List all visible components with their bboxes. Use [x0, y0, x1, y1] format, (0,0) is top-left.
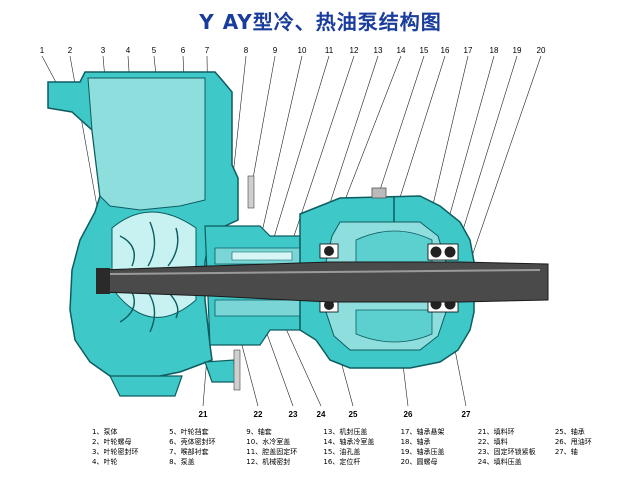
callout-number: 12 — [350, 46, 359, 55]
legend-item: 2、叶轮螺母 — [92, 438, 132, 446]
callout-number: 26 — [404, 410, 413, 419]
callout-number: 10 — [298, 46, 307, 55]
legend-item: 25、轴承 — [554, 428, 585, 436]
leader-line — [457, 55, 518, 247]
leader-line — [281, 319, 322, 407]
legend-item: 16、定位杆 — [323, 458, 361, 466]
callout-number: 8 — [244, 46, 249, 55]
legend-row: 1、泵体 5、叶轮挡套 9、轴套 13、机封压盖 17、轴承悬架 21、填料环 25、轴承 — [92, 427, 632, 437]
callout-number: 19 — [513, 46, 522, 55]
legend-item: 26、甩油环 — [554, 438, 592, 446]
callout-number: 20 — [537, 46, 546, 55]
callout-number: 16 — [441, 46, 450, 55]
legend-item: 3、叶轮密封环 — [92, 448, 139, 456]
callout-number: 23 — [289, 410, 298, 419]
legend-item: 8、泵盖 — [169, 458, 195, 466]
legend-item: 6、壳体密封环 — [169, 438, 216, 446]
callout-number: 9 — [273, 46, 278, 55]
callout-number: 1 — [40, 46, 45, 55]
callout-number: 5 — [152, 46, 157, 55]
legend-row: 3、叶轮密封环 7、喉部衬套 11、腔盖固定环 15、油孔盖 19、轴承压盖 23、固定环… — [92, 447, 632, 457]
leader-line — [271, 55, 330, 245]
legend-item: 4、叶轮 — [92, 458, 118, 466]
legend-item: 9、轴套 — [246, 428, 272, 436]
callout-number: 11 — [325, 46, 334, 55]
legend-item: 27、轴 — [554, 448, 578, 456]
leader-line — [469, 55, 542, 263]
diagram-title: Y AY型冷、热油泵结构图 — [199, 10, 442, 34]
leader-line — [395, 55, 446, 211]
callout-number: 6 — [181, 46, 186, 55]
callout-number: 25 — [349, 410, 358, 419]
shaft-highlight — [109, 269, 541, 275]
legend-item: 19、轴承压盖 — [400, 448, 445, 456]
casing-foot-right — [204, 359, 237, 383]
legend-item: 18、轴承 — [400, 438, 431, 446]
impeller — [111, 211, 197, 333]
bearing-right — [427, 243, 459, 313]
legend-item: 22、填料 — [477, 438, 508, 446]
shaft — [99, 261, 549, 303]
leader-line — [261, 55, 303, 233]
legend-item: 21、填料环 — [477, 428, 515, 436]
legend-item — [555, 457, 632, 467]
legend-row: 4、叶轮 8、泵盖 12、机械密封 16、定位杆 20、圆螺母 24、填料压盖 — [92, 457, 632, 467]
legend-item: 7、喉部衬套 — [169, 448, 209, 456]
callout-number: 14 — [397, 46, 406, 55]
legend-item: 12、机械密封 — [246, 458, 291, 466]
legend-item: 5、叶轮挡套 — [169, 428, 209, 436]
legend-item: 14、轴承冷室盖 — [323, 438, 375, 446]
inlet-throat — [87, 77, 206, 211]
legend-row: 2、叶轮螺母 6、壳体密封环 10、水冷室盖 14、轴承冷室盖 18、轴承 22、填料 26… — [92, 437, 632, 447]
legend-item: 10、水冷室盖 — [246, 438, 291, 446]
legend-item: 11、腔盖固定环 — [246, 448, 298, 456]
callout-number: 4 — [126, 46, 131, 55]
cover-stud — [233, 175, 255, 391]
oil-hole-cover — [371, 187, 387, 199]
callout-number: 7 — [205, 46, 210, 55]
callout-number: 3 — [101, 46, 106, 55]
callout-number: 17 — [464, 46, 473, 55]
leader-line — [287, 55, 355, 255]
legend-item: 24、填料压盖 — [477, 458, 522, 466]
leader-line — [427, 55, 469, 227]
callout-number: 24 — [317, 410, 326, 419]
legend-item: 23、固定环锁紧板 — [477, 448, 536, 456]
legend-item: 15、油孔盖 — [323, 448, 361, 456]
callout-number: 15 — [420, 46, 429, 55]
impeller-nut — [96, 268, 110, 294]
legend-item: 17、轴承悬架 — [400, 428, 445, 436]
casing-foot — [109, 375, 183, 397]
legend-item: 1、泵体 — [92, 428, 118, 436]
leader-line — [251, 55, 276, 185]
callout-number: 2 — [68, 46, 73, 55]
legend-item: 20、圆螺母 — [400, 458, 438, 466]
callout-number: 18 — [490, 46, 499, 55]
mechanical-seal — [231, 251, 293, 261]
callout-number: 22 — [254, 410, 263, 419]
legend-item: 13、机封压盖 — [323, 428, 368, 436]
callout-number: 21 — [199, 410, 208, 419]
callout-number: 13 — [374, 46, 383, 55]
callout-number: 27 — [462, 410, 471, 419]
leader-line — [379, 55, 425, 191]
leader-line — [337, 55, 402, 219]
